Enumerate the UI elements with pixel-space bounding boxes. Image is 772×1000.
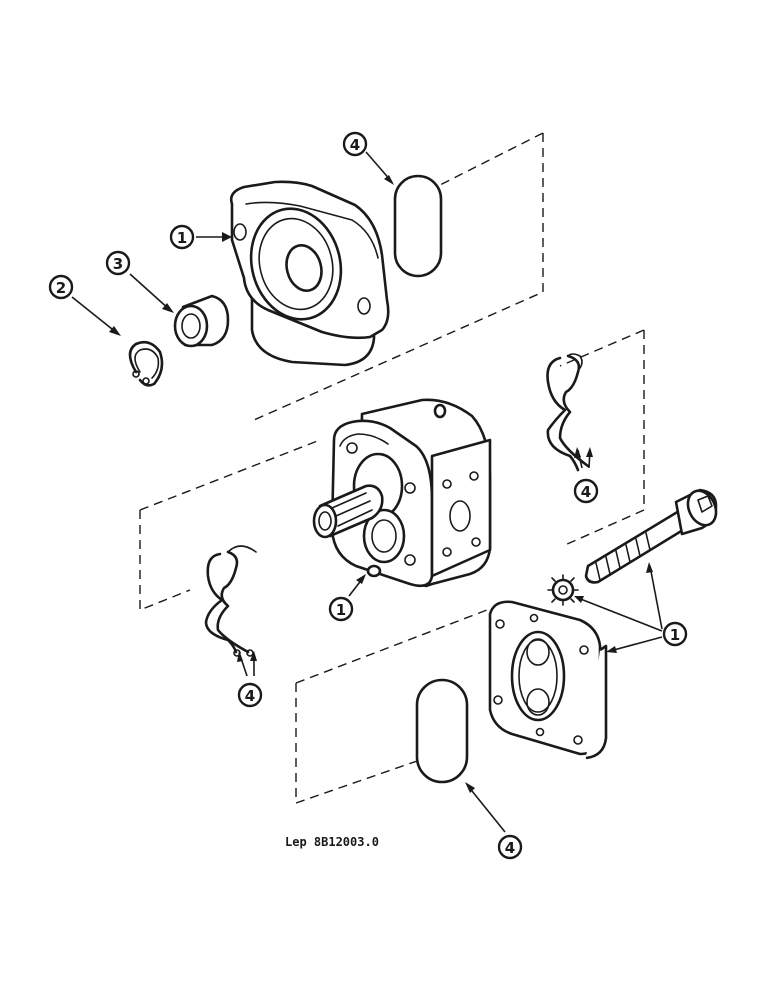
callout-label: 2 <box>56 279 66 297</box>
callout-label: 1 <box>177 229 187 247</box>
bolt <box>584 488 718 584</box>
bottom-seal <box>415 678 469 784</box>
callout-cover-1: 1 <box>662 621 688 647</box>
end-cover <box>488 600 608 760</box>
callout-label: 4 <box>350 136 360 154</box>
callout-label: 3 <box>113 255 123 273</box>
top-seal <box>393 174 443 278</box>
callout-left-4: 4 <box>237 682 263 708</box>
snap-ring <box>128 340 164 387</box>
callout-bearing-3: 3 <box>105 250 131 276</box>
callout-snapring-2: 2 <box>48 274 74 300</box>
left-seal <box>204 545 257 657</box>
right-seal <box>546 353 590 472</box>
lock-washer <box>547 574 579 606</box>
callout-label: 4 <box>245 687 255 705</box>
callout-label: 1 <box>336 601 346 619</box>
bearing <box>173 294 230 348</box>
callout-right-4: 4 <box>573 478 599 504</box>
callout-label: 4 <box>505 839 515 857</box>
callout-label: 1 <box>670 626 680 644</box>
leader-lines <box>71 151 663 833</box>
callout-bottom-4: 4 <box>497 834 523 860</box>
callout-flange-1: 1 <box>169 224 195 250</box>
mounting-flange <box>229 180 390 367</box>
callout-top-4: 4 <box>342 131 368 157</box>
callout-body-1: 1 <box>328 596 354 622</box>
figure-reference: Lep 8B12003.0 <box>285 835 379 849</box>
pump-body <box>312 398 492 588</box>
callout-label: 4 <box>581 483 591 501</box>
assembly-guide-lines <box>139 132 645 804</box>
